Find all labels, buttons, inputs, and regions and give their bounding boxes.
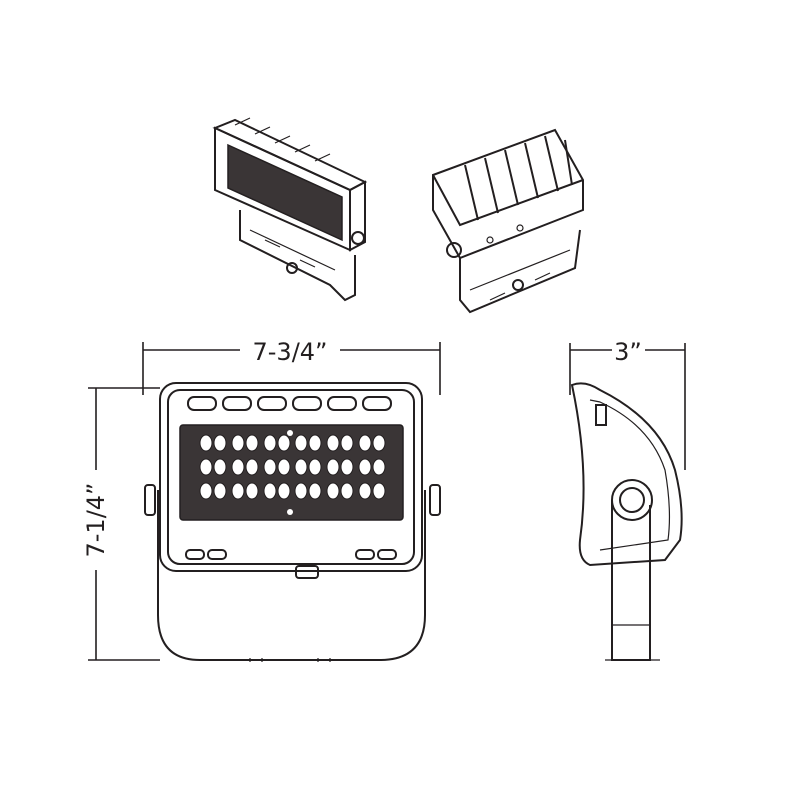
led — [231, 434, 245, 452]
led — [199, 458, 213, 476]
led — [294, 458, 308, 476]
led — [294, 434, 308, 452]
led — [294, 482, 308, 500]
led — [277, 482, 291, 500]
depth-dimension: 3” — [569, 338, 686, 470]
led — [340, 482, 354, 500]
isometric-rear-view — [432, 128, 584, 314]
led — [308, 482, 322, 500]
led — [213, 482, 227, 500]
led — [199, 434, 213, 452]
front-view — [144, 382, 441, 662]
side-view — [570, 382, 683, 661]
led — [245, 458, 259, 476]
led — [263, 458, 277, 476]
led — [358, 482, 372, 500]
led — [326, 482, 340, 500]
led — [308, 434, 322, 452]
led — [231, 458, 245, 476]
led-array — [199, 434, 386, 500]
led — [263, 434, 277, 452]
right-knob — [429, 484, 441, 516]
led — [277, 434, 291, 452]
led — [340, 434, 354, 452]
led — [358, 434, 372, 452]
led — [245, 482, 259, 500]
led — [277, 458, 291, 476]
led — [372, 482, 386, 500]
led — [263, 482, 277, 500]
depth-label: 3” — [614, 338, 642, 366]
led — [231, 482, 245, 500]
led — [213, 458, 227, 476]
led — [340, 458, 354, 476]
top-vents — [187, 396, 392, 411]
height-dimension: 7-1/4” — [82, 387, 160, 661]
led — [245, 434, 259, 452]
led — [213, 434, 227, 452]
led — [326, 458, 340, 476]
height-label: 7-1/4” — [82, 483, 110, 558]
led — [326, 434, 340, 452]
left-knob — [144, 484, 156, 516]
width-dimension: 7-3/4” — [142, 338, 441, 395]
led — [372, 434, 386, 452]
led — [358, 458, 372, 476]
led — [308, 458, 322, 476]
led — [372, 458, 386, 476]
isometric-front-view — [212, 117, 368, 302]
width-label: 7-3/4” — [253, 338, 328, 366]
led — [199, 482, 213, 500]
